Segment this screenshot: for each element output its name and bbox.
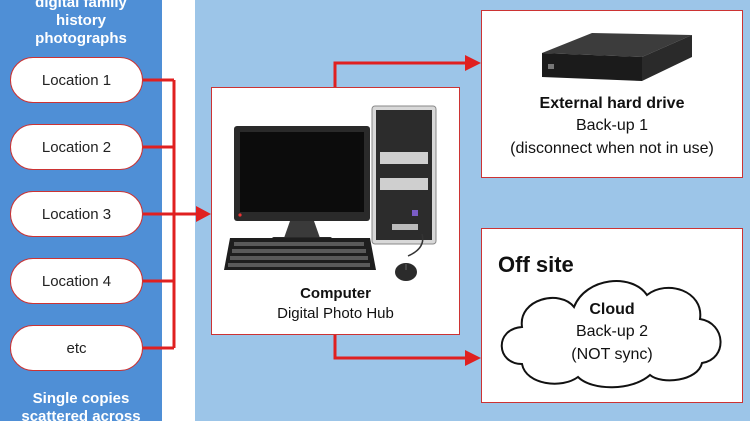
panel-title: digital family history photographs bbox=[0, 0, 162, 48]
location-node-4: Location 4 bbox=[10, 258, 143, 304]
cloud-icon bbox=[500, 280, 722, 389]
offsite-box bbox=[481, 228, 743, 403]
panel-title-line-1: digital family bbox=[35, 0, 127, 11]
hard-drive-line-1: Back-up 1 bbox=[575, 117, 649, 134]
connector-to-hard-drive bbox=[333, 61, 466, 87]
arrowhead-to-hard-drive bbox=[465, 55, 481, 71]
connector-to-cloud bbox=[333, 335, 466, 360]
divider-gap bbox=[162, 0, 195, 421]
hard-drive-line-2: (disconnect when not in use) bbox=[510, 140, 714, 157]
location-node-2: Location 2 bbox=[10, 124, 143, 170]
offsite-heading: Off site bbox=[498, 252, 574, 277]
hard-drive-title: External hard drive bbox=[539, 95, 685, 112]
computer-icon bbox=[224, 105, 437, 281]
cloud-line-2: (NOT sync) bbox=[571, 346, 653, 363]
panel-footer-line-1: Single copies bbox=[32, 390, 130, 407]
hard-drive-box bbox=[481, 10, 743, 178]
computer-box bbox=[211, 87, 460, 335]
hard-drive-icon bbox=[542, 33, 692, 81]
arrowhead-to-computer bbox=[196, 206, 211, 222]
panel-title-line-2: history bbox=[55, 12, 106, 29]
location-node-etc: etc bbox=[10, 325, 143, 371]
panel-title-line-3: photographs bbox=[35, 30, 127, 47]
computer-title: Computer bbox=[300, 285, 371, 302]
arrowhead-to-cloud bbox=[465, 350, 481, 366]
cloud-line-1: Back-up 2 bbox=[575, 323, 649, 340]
location-node-1: Location 1 bbox=[10, 57, 143, 103]
cloud-title: Cloud bbox=[589, 301, 635, 318]
location-node-3: Location 3 bbox=[10, 191, 143, 237]
computer-subtitle: Digital Photo Hub bbox=[277, 305, 394, 322]
location-connectors bbox=[143, 78, 198, 350]
